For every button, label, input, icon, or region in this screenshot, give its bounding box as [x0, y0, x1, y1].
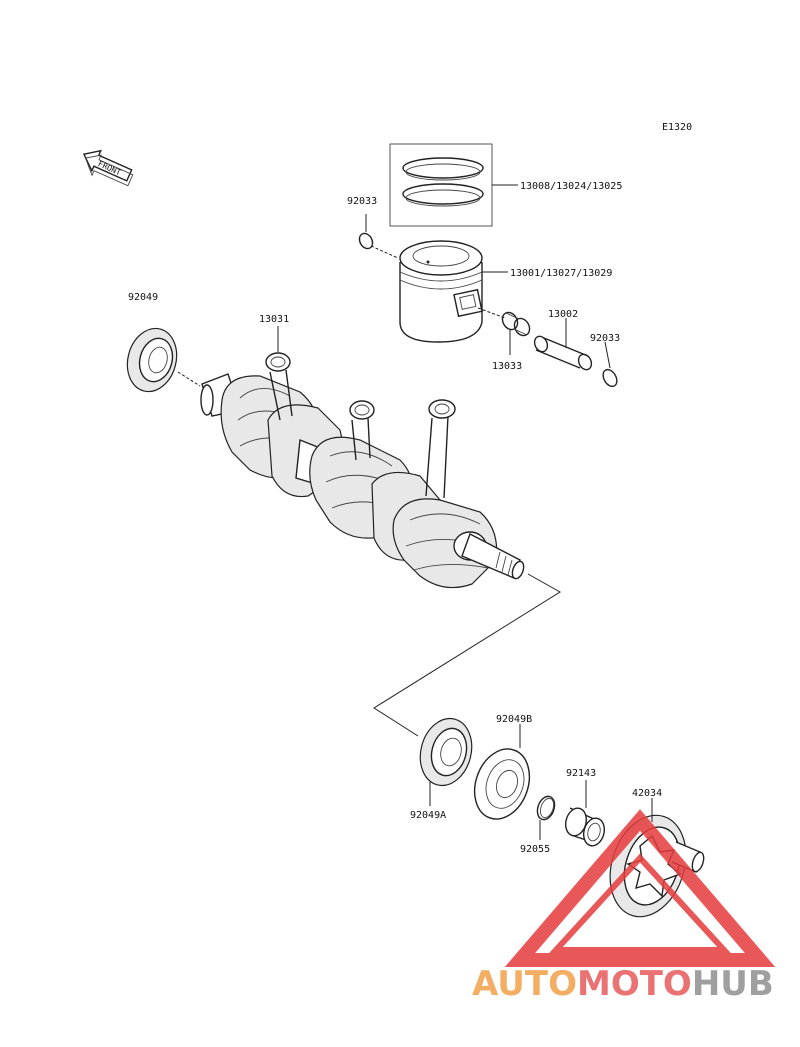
label-seal-a: 92049A	[410, 810, 446, 821]
svg-text:AUTOMOTOHUB: AUTOMOTOHUB	[472, 964, 774, 1004]
piston-rings	[389, 143, 518, 227]
diagram-code: E1320	[662, 122, 692, 133]
label-oring: 92055	[520, 844, 550, 855]
label-seal-left: 92049	[128, 292, 158, 303]
label-piston: 13001/13027/13029	[510, 268, 612, 279]
piston-pin	[533, 318, 593, 371]
assembly-leader-line	[373, 573, 561, 737]
label-clip-right: 92033	[590, 333, 620, 344]
label-rod-bearing: 13031	[259, 314, 289, 325]
oil-seal-left	[126, 327, 201, 393]
needle-bearing	[477, 307, 531, 355]
sleeve	[564, 780, 606, 847]
label-pin: 13002	[548, 309, 578, 320]
front-arrow-icon: FRONT	[82, 149, 134, 187]
watermark-hub: HUB	[692, 964, 774, 1004]
piston	[399, 240, 508, 343]
label-rings: 13008/13024/13025	[520, 181, 622, 192]
watermark-moto: MOTO	[577, 964, 692, 1004]
watermark-auto: AUTO	[472, 964, 577, 1004]
label-sleeve: 92143	[566, 768, 596, 779]
piston-pin-clip-right	[602, 341, 618, 388]
label-clip-top: 92033	[347, 196, 377, 207]
o-ring	[536, 795, 556, 840]
oil-seal-b	[473, 724, 531, 820]
coupling	[609, 798, 705, 918]
automotohub-watermark-logo: AUTOMOTOHUB	[472, 809, 776, 1004]
label-coupling: 42034	[632, 788, 662, 799]
label-needle-bearing: 13033	[492, 361, 522, 372]
piston-pin-clip-top	[358, 214, 399, 259]
oil-seal-a	[419, 717, 473, 806]
crankshaft	[200, 326, 525, 589]
label-seal-b: 92049B	[496, 714, 532, 725]
